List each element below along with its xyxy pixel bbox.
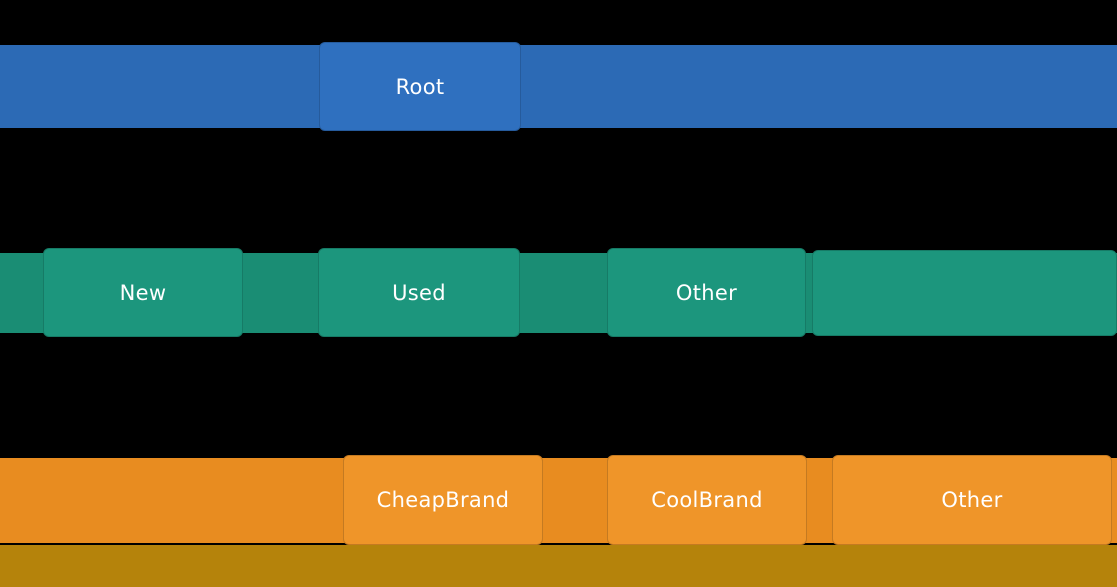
truncated-level-bar [0, 545, 1117, 587]
node-condition-new[interactable]: New [43, 248, 243, 337]
node-brand-other[interactable]: Other [832, 455, 1112, 545]
node-label-root-root: Root [395, 74, 445, 99]
node-label-brand-coolbrand: CoolBrand [651, 488, 763, 512]
node-label-brand-other: Other [941, 488, 1003, 512]
node-label-brand-cheapbrand: CheapBrand [376, 488, 510, 512]
node-label-condition-used: Used [392, 280, 446, 305]
node-root-root[interactable]: Root [319, 42, 521, 131]
level-bar-root [0, 45, 1117, 128]
node-brand-coolbrand[interactable]: CoolBrand [607, 455, 807, 545]
node-condition-used[interactable]: Used [318, 248, 520, 337]
node-brand-cheapbrand[interactable]: CheapBrand [343, 455, 543, 545]
node-condition-other[interactable]: Other [607, 248, 806, 337]
node-condition-unlabeled [812, 250, 1117, 336]
node-label-condition-other: Other [675, 280, 738, 305]
node-label-condition-new: New [119, 280, 167, 305]
